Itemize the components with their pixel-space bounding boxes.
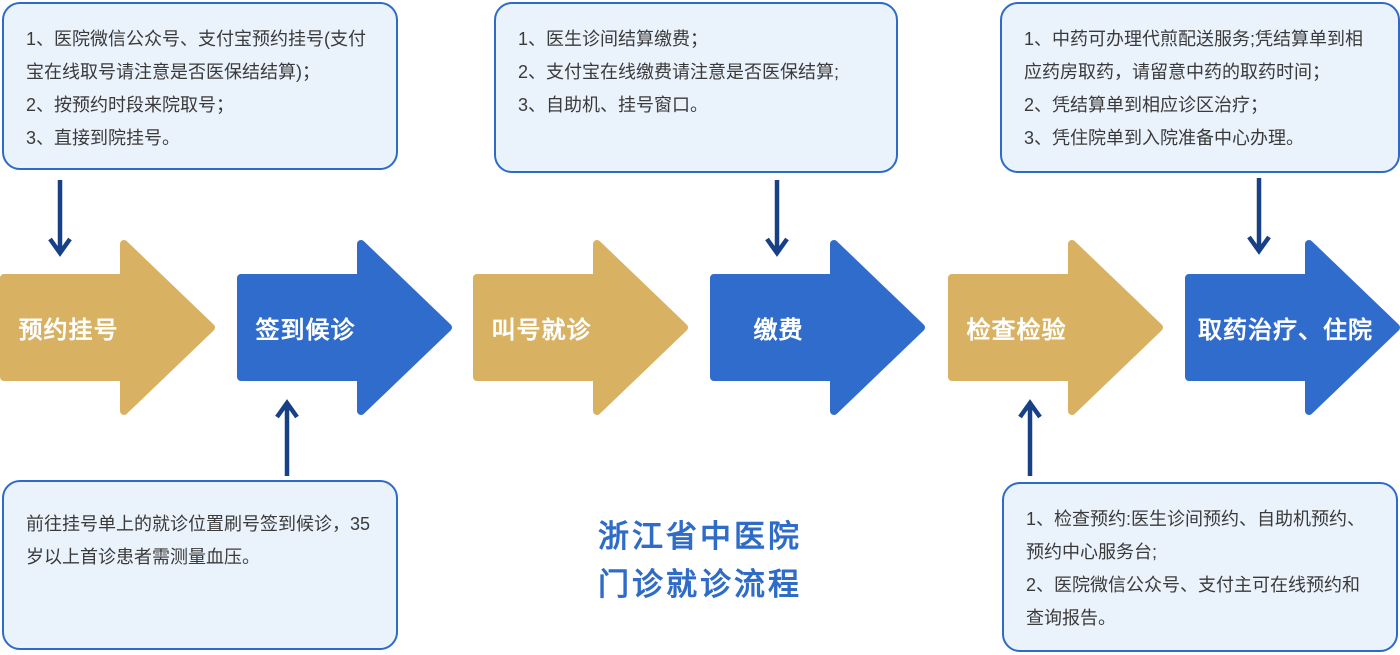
- right-arrow-icon: [710, 240, 925, 415]
- note-line: 前往挂号单上的就诊位置刷号签到候诊，35 岁以上首诊患者需测量血压。: [26, 514, 371, 567]
- note-line: 3、直接到院挂号。: [26, 128, 181, 148]
- note-line: 1、医院微信公众号、支付宝预约挂号(支付宝在线取号请注意是否医保结结算)；: [26, 29, 367, 82]
- note-line: 2、支付宝在线缴费请注意是否医保结算;: [518, 62, 840, 82]
- note-box-pharmacy: 1、中药可办理代煎配送服务;凭结算单到相应药房取药，请留意中药的取药时间； 2、…: [1000, 2, 1400, 173]
- note-line: 3、凭住院单到入院准备中心办理。: [1024, 128, 1305, 148]
- note-line: 1、中药可办理代煎配送服务;凭结算单到相应药房取药，请留意中药的取药时间；: [1024, 29, 1364, 82]
- page-title-line2: 门诊就诊流程: [598, 567, 802, 602]
- note-line: 2、按预约时段来院取号；: [26, 95, 235, 115]
- note-line: 3、自助机、挂号窗口。: [518, 95, 709, 115]
- step-arrow-signin: 签到候诊: [237, 240, 452, 415]
- step-arrow-call: 叫号就诊: [473, 240, 688, 415]
- arrow-shape: [0, 240, 215, 415]
- down-arrow-path: [765, 180, 789, 257]
- arrow-shape: [948, 240, 1163, 415]
- step-label: 检查检验: [966, 317, 1067, 344]
- arrow-shape: [1185, 240, 1400, 415]
- note-line: 1、检查预约:医生诊间预约、自助机预约、预约中心服务台;: [1026, 509, 1366, 562]
- right-arrow-icon: [473, 240, 688, 415]
- step-label: 签到候诊: [255, 317, 356, 344]
- step-arrow-medicine: 取药治疗、住院: [1185, 240, 1400, 415]
- right-arrow-icon: [237, 240, 452, 415]
- up-arrow-icon: [275, 399, 299, 476]
- right-arrow-icon: [948, 240, 1163, 415]
- note-line: 2、凭结算单到相应诊区治疗；: [1024, 95, 1269, 115]
- down-arrow-icon: [48, 180, 72, 257]
- arrow-shape: [473, 240, 688, 415]
- step-arrow-appointment: 预约挂号: [0, 240, 215, 415]
- step-label: 缴费: [753, 317, 804, 344]
- page-title: 浙江省中医院 门诊就诊流程: [545, 513, 855, 609]
- arrow-shape: [237, 240, 452, 415]
- note-box-exam: 1、检查预约:医生诊间预约、自助机预约、预约中心服务台; 2、医院微信公众号、支…: [1002, 482, 1398, 652]
- up-arrow-path: [1018, 399, 1042, 476]
- note-box-checkin: 前往挂号单上的就诊位置刷号签到候诊，35 岁以上首诊患者需测量血压。: [2, 480, 398, 650]
- down-arrow-icon: [1247, 178, 1271, 255]
- step-label: 预约挂号: [18, 317, 119, 344]
- step-label: 取药治疗、住院: [1198, 317, 1373, 344]
- up-arrow-icon: [1018, 399, 1042, 476]
- note-box-appointment: 1、医院微信公众号、支付宝预约挂号(支付宝在线取号请注意是否医保结结算)； 2、…: [2, 2, 398, 170]
- down-arrow-icon: [765, 180, 789, 257]
- down-arrow-path: [1247, 178, 1271, 255]
- note-line: 1、医生诊间结算缴费；: [518, 29, 709, 49]
- note-box-payment: 1、医生诊间结算缴费； 2、支付宝在线缴费请注意是否医保结算; 3、自助机、挂号…: [494, 2, 898, 173]
- page-title-line1: 浙江省中医院: [598, 519, 802, 554]
- right-arrow-icon: [0, 240, 215, 415]
- step-arrow-exam: 检查检验: [948, 240, 1163, 415]
- down-arrow-path: [48, 180, 72, 257]
- up-arrow-path: [275, 399, 299, 476]
- step-label: 叫号就诊: [491, 317, 592, 344]
- step-arrow-pay: 缴费: [710, 240, 925, 415]
- right-arrow-icon: [1185, 240, 1400, 415]
- note-line: 2、医院微信公众号、支付主可在线预约和查询报告。: [1026, 575, 1361, 628]
- arrow-shape: [710, 240, 925, 415]
